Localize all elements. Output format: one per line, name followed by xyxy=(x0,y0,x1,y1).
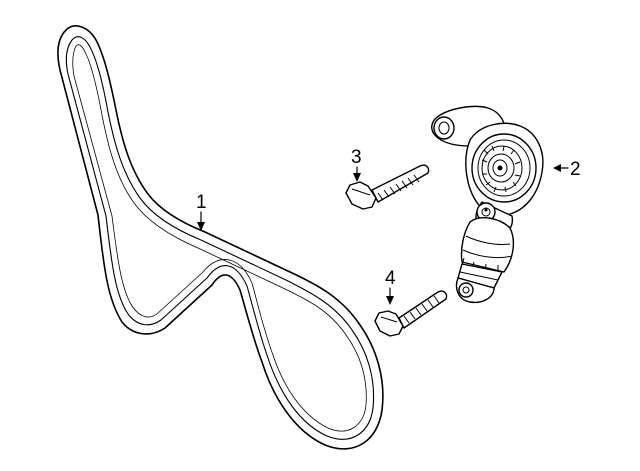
callout-label-1: 1 xyxy=(196,192,207,213)
mount-eye-lower xyxy=(458,282,474,298)
serpentine-belt xyxy=(57,25,384,450)
lower-bolt xyxy=(374,290,448,337)
callout-2: 2 xyxy=(553,159,581,180)
callout-3: 3 xyxy=(351,147,362,182)
arrow-head-2 xyxy=(553,164,561,172)
callout-1: 1 xyxy=(196,192,207,231)
arrow-head-1 xyxy=(197,222,205,231)
callout-label-4: 4 xyxy=(385,268,396,289)
upper-bolt xyxy=(345,164,430,210)
callout-4: 4 xyxy=(385,268,396,305)
pulley xyxy=(471,133,537,203)
arrow-head-4 xyxy=(386,296,394,305)
callout-label-3: 3 xyxy=(351,147,362,168)
mount-eye-upper xyxy=(433,116,455,140)
callout-label-2: 2 xyxy=(570,159,581,180)
arrow-head-3 xyxy=(353,173,361,182)
belt-tensioner xyxy=(431,105,544,304)
